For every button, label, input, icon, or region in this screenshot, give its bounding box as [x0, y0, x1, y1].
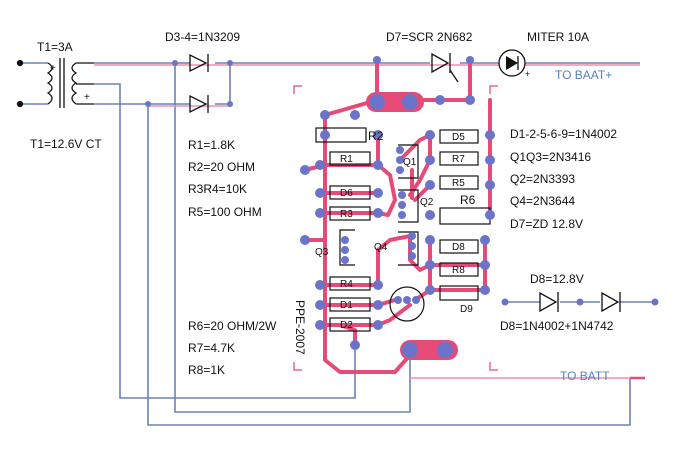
label-d7-scr: D7=SCR 2N682: [386, 30, 473, 44]
pcb-label-d5: D5: [452, 132, 465, 143]
label-plus-primary: +: [50, 63, 56, 74]
pcb-label-r8: R8: [452, 265, 465, 276]
pcb-label-d9: D9: [460, 304, 473, 315]
pcb-label-q1: Q1: [403, 157, 417, 168]
label-q1q3: Q1Q3=2N3416: [510, 150, 591, 164]
diode-d4: [189, 94, 209, 114]
pcb-label-r1: R1: [340, 154, 353, 165]
pcb-label-r4: R4: [340, 279, 353, 290]
ammeter-icon: [498, 49, 526, 77]
pcb-label-r7: R7: [452, 154, 465, 165]
pcb-label-d2: D2: [340, 320, 353, 331]
transformer-t1: [16, 58, 94, 108]
label-d7zd: D7=ZD 12.8V: [510, 217, 583, 231]
label-r6: R6=20 OHM/2W: [188, 319, 277, 333]
label-ppe: PPE-2007: [293, 300, 307, 355]
diode-d3: [189, 53, 209, 73]
pcb-label-q3: Q3: [315, 247, 329, 258]
label-r1: R1=1.8K: [188, 138, 235, 152]
label-q2: Q2=2N3393: [510, 172, 575, 186]
label-r5: R5=100 OHM: [188, 205, 262, 219]
corner-brackets: [293, 85, 498, 371]
pcb-label-r2: R2: [368, 129, 384, 143]
label-to-baat: TO BAAT+: [555, 68, 612, 82]
label-diodes: D1-2-5-6-9=1N4002: [510, 127, 617, 141]
label-r3r4: R3R4=10K: [188, 182, 247, 196]
pcb-label-q4: Q4: [374, 242, 388, 253]
label-t1-ct: T1=12.6V CT: [30, 137, 102, 151]
label-r8: R8=1K: [188, 363, 225, 377]
label-miter: MITER 10A: [527, 30, 589, 44]
pcb-label-r5: R5: [452, 178, 465, 189]
label-d8-bottom: D8=1N4002+1N4742: [500, 319, 614, 333]
diode-d8-string: [539, 291, 621, 313]
big-pads: [366, 92, 458, 360]
scr-d7: [431, 52, 459, 83]
label-to-batt: TO BATT: [560, 369, 610, 383]
d8-pads: [501, 298, 659, 306]
pcb-label-q2: Q2: [420, 197, 434, 208]
pcb-label-r3: R3: [340, 209, 353, 220]
pcb-components: [315, 127, 491, 332]
label-plus-secondary: +: [84, 92, 90, 103]
label-t1-rating: T1=3A: [37, 40, 73, 54]
label-d8-top: D8=12.8V: [530, 272, 584, 286]
label-q4: Q4=2N3644: [510, 194, 575, 208]
label-r2: R2=20 OHM: [188, 160, 255, 174]
pcb-label-d1: D1: [340, 300, 353, 311]
label-d34: D3-4=1N3209: [165, 30, 240, 44]
label-plus: +: [525, 69, 530, 79]
pink-supply-lines: [94, 64, 640, 379]
pcb-label-d8: D8: [452, 242, 465, 253]
pcb-label-r6: R6: [460, 193, 476, 207]
label-r7: R7=4.7K: [188, 341, 235, 355]
pcb-pads: [145, 56, 495, 350]
pcb-label-d6: D6: [340, 188, 353, 199]
